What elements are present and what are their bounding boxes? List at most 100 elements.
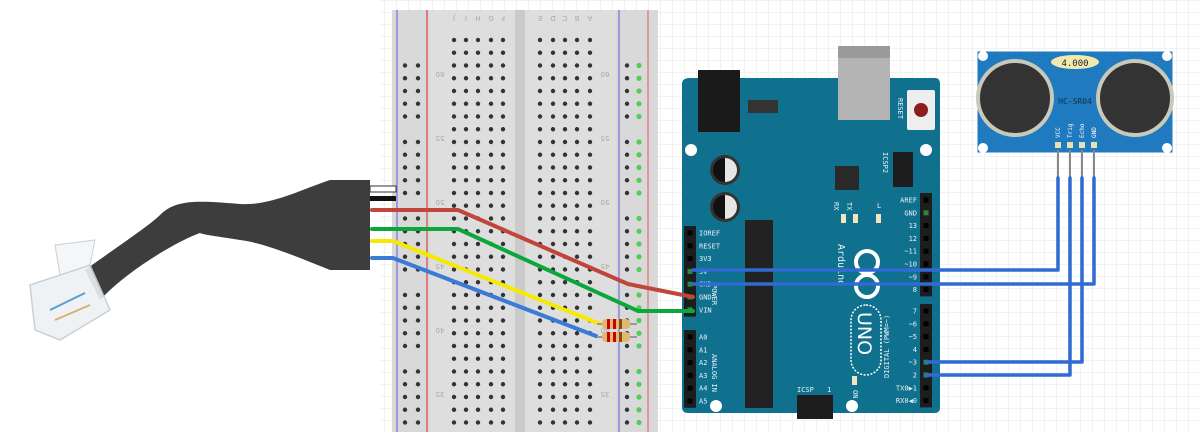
breadboard-hole[interactable] xyxy=(475,254,481,259)
header-pin[interactable] xyxy=(687,243,693,249)
breadboard-hole[interactable] xyxy=(475,229,481,234)
rail-hole[interactable] xyxy=(402,165,408,170)
breadboard-hole[interactable] xyxy=(562,343,568,349)
rail-hole[interactable] xyxy=(415,76,421,81)
breadboard-hole[interactable] xyxy=(451,152,457,157)
header-pin[interactable] xyxy=(687,281,693,287)
breadboard-hole[interactable] xyxy=(587,152,593,157)
breadboard-hole[interactable] xyxy=(463,178,469,183)
breadboard-hole[interactable] xyxy=(500,420,506,425)
breadboard-hole[interactable] xyxy=(562,356,568,361)
rail-hole[interactable] xyxy=(415,318,421,323)
breadboard-hole[interactable] xyxy=(537,343,543,349)
breadboard-hole[interactable] xyxy=(451,178,457,183)
breadboard-hole[interactable] xyxy=(463,343,469,349)
breadboard-hole[interactable] xyxy=(574,203,580,208)
breadboard-hole[interactable] xyxy=(488,369,494,374)
rail-hole[interactable] xyxy=(402,178,408,183)
breadboard-hole[interactable] xyxy=(488,37,494,43)
breadboard-hole[interactable] xyxy=(475,114,481,119)
breadboard-hole[interactable] xyxy=(500,254,506,259)
breadboard-hole[interactable] xyxy=(562,369,568,374)
breadboard-hole[interactable] xyxy=(550,203,556,208)
breadboard-hole[interactable] xyxy=(537,280,543,285)
breadboard-hole[interactable] xyxy=(488,203,494,208)
rail-hole[interactable] xyxy=(402,331,408,336)
breadboard-hole[interactable] xyxy=(562,101,568,106)
breadboard-hole[interactable] xyxy=(574,241,580,247)
header-pin[interactable] xyxy=(923,248,929,254)
breadboard-hole[interactable] xyxy=(488,114,494,119)
rail-hole[interactable] xyxy=(402,267,408,272)
breadboard-hole[interactable] xyxy=(550,356,556,361)
breadboard-hole[interactable] xyxy=(451,407,457,412)
breadboard-hole[interactable] xyxy=(500,178,506,183)
breadboard-hole[interactable] xyxy=(500,318,506,323)
breadboard-hole[interactable] xyxy=(574,382,580,387)
breadboard-hole[interactable] xyxy=(451,369,457,374)
rail-hole-connected[interactable] xyxy=(636,394,642,400)
breadboard-hole[interactable] xyxy=(562,152,568,157)
breadboard-hole[interactable] xyxy=(475,178,481,183)
rail-hole[interactable] xyxy=(624,229,630,234)
breadboard-hole[interactable] xyxy=(463,127,469,132)
rail-hole[interactable] xyxy=(415,178,421,183)
breadboard-hole[interactable] xyxy=(550,343,556,349)
breadboard-hole[interactable] xyxy=(562,331,568,336)
breadboard-hole[interactable] xyxy=(550,152,556,157)
breadboard-hole[interactable] xyxy=(550,280,556,285)
breadboard-hole[interactable] xyxy=(488,76,494,81)
breadboard-hole[interactable] xyxy=(463,190,469,196)
breadboard-hole[interactable] xyxy=(550,369,556,374)
breadboard-hole[interactable] xyxy=(475,139,481,145)
breadboard-hole[interactable] xyxy=(574,267,580,272)
rail-hole[interactable] xyxy=(415,305,421,310)
breadboard-hole[interactable] xyxy=(488,139,494,145)
breadboard-hole[interactable] xyxy=(451,331,457,336)
breadboard-hole[interactable] xyxy=(451,37,457,43)
breadboard-hole[interactable] xyxy=(574,101,580,106)
header-pin[interactable] xyxy=(923,274,929,280)
rail-hole[interactable] xyxy=(624,407,630,412)
breadboard-hole[interactable] xyxy=(488,101,494,106)
breadboard-hole[interactable] xyxy=(587,229,593,234)
breadboard-hole[interactable] xyxy=(488,318,494,323)
breadboard-hole[interactable] xyxy=(500,190,506,196)
breadboard-hole[interactable] xyxy=(451,165,457,170)
breadboard-hole[interactable] xyxy=(537,382,543,387)
wire-green-vin[interactable] xyxy=(370,227,695,313)
header-pin[interactable] xyxy=(923,197,929,203)
breadboard-hole[interactable] xyxy=(488,420,494,425)
breadboard-hole[interactable] xyxy=(451,343,457,349)
rail-hole[interactable] xyxy=(415,254,421,259)
rail-hole-connected[interactable] xyxy=(636,330,642,336)
breadboard-hole[interactable] xyxy=(463,407,469,412)
breadboard-hole[interactable] xyxy=(500,50,506,55)
breadboard-hole[interactable] xyxy=(537,88,543,94)
breadboard-hole[interactable] xyxy=(451,292,457,298)
breadboard-hole[interactable] xyxy=(587,76,593,81)
breadboard-hole[interactable] xyxy=(562,190,568,196)
rail-hole[interactable] xyxy=(624,63,630,68)
breadboard-hole[interactable] xyxy=(451,305,457,310)
breadboard-hole[interactable] xyxy=(562,165,568,170)
breadboard-hole[interactable] xyxy=(587,37,593,43)
breadboard-hole[interactable] xyxy=(488,267,494,272)
rail-hole[interactable] xyxy=(624,254,630,259)
header-pin[interactable] xyxy=(687,256,693,262)
breadboard-hole[interactable] xyxy=(500,101,506,106)
breadboard-hole[interactable] xyxy=(550,190,556,196)
breadboard-hole[interactable] xyxy=(463,420,469,425)
header-pin[interactable] xyxy=(923,287,929,293)
breadboard-hole[interactable] xyxy=(463,369,469,374)
breadboard-hole[interactable] xyxy=(574,331,580,336)
header-pin[interactable] xyxy=(687,347,693,353)
rail-hole-connected[interactable] xyxy=(636,343,642,349)
breadboard-hole[interactable] xyxy=(587,88,593,94)
breadboard-hole[interactable] xyxy=(587,165,593,170)
rail-hole[interactable] xyxy=(415,165,421,170)
rail-hole[interactable] xyxy=(415,114,421,119)
breadboard-hole[interactable] xyxy=(562,292,568,298)
rail-hole[interactable] xyxy=(624,190,630,196)
breadboard-hole[interactable] xyxy=(475,88,481,94)
